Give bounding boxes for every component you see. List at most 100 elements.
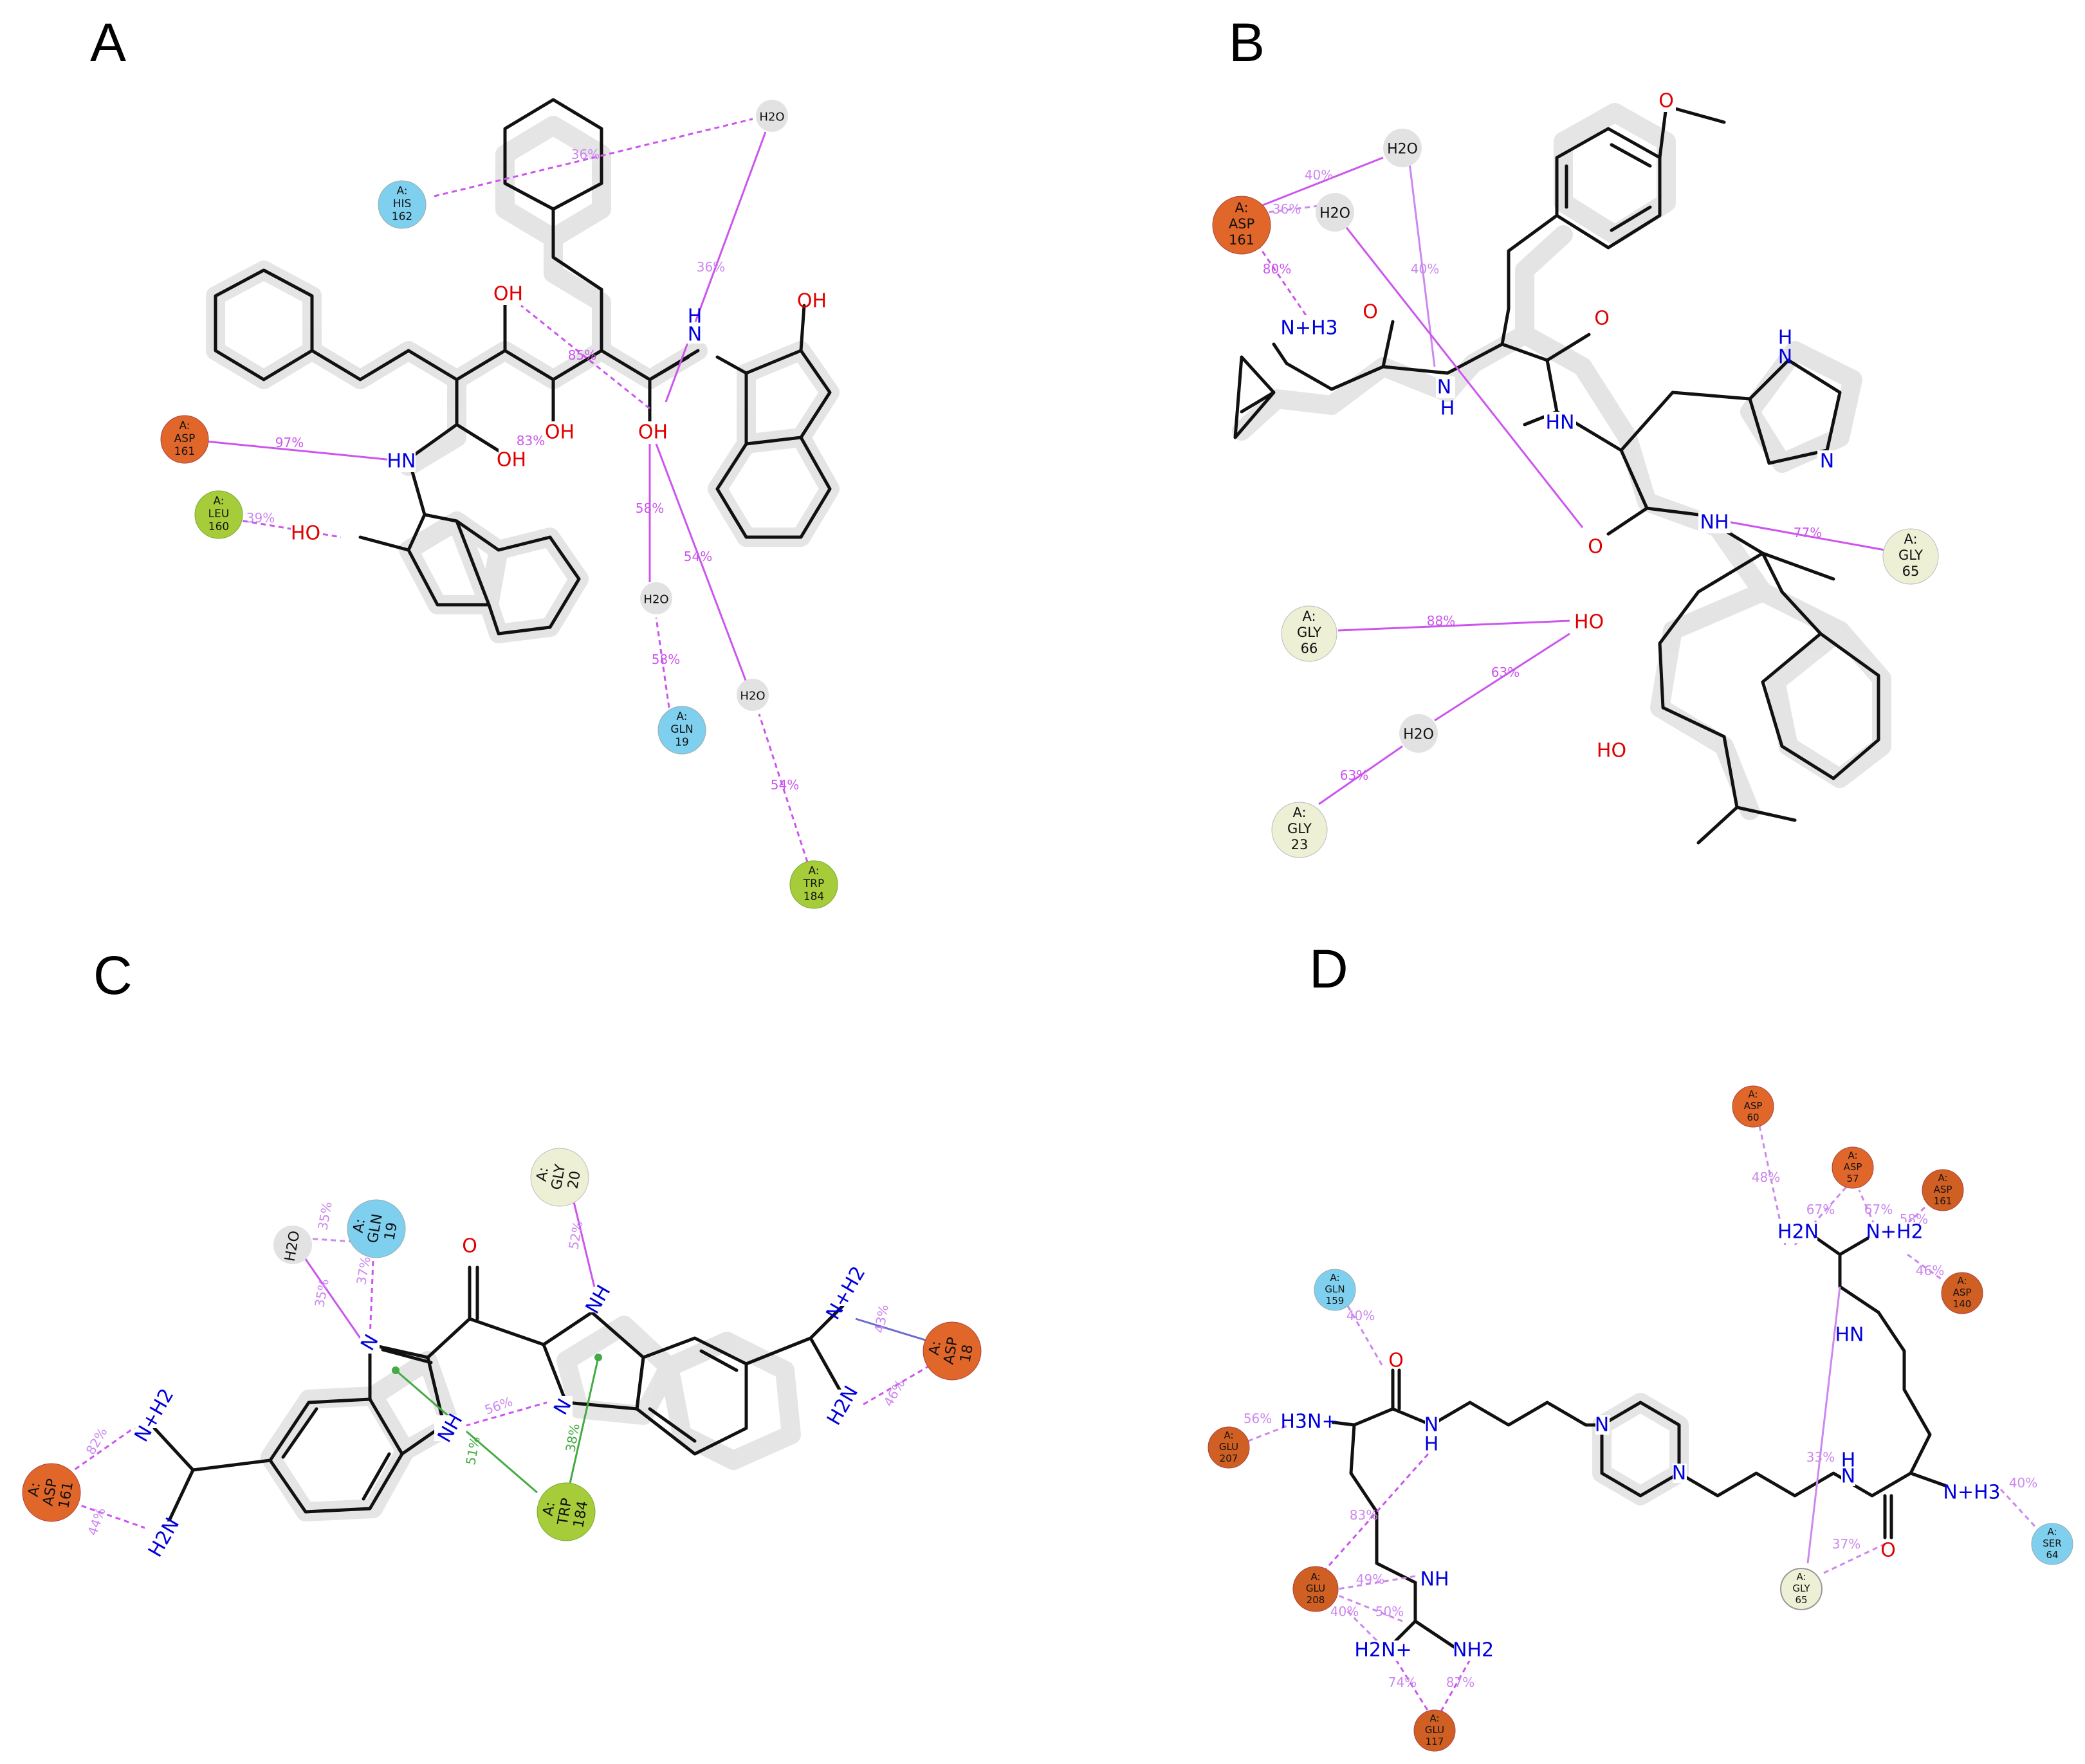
panel-b-tbutyl — [1233, 355, 1276, 439]
panel-d-residue-asp140: A: ASP 140 — [1941, 1272, 1983, 1314]
svg-text:A:: A: — [1330, 1272, 1339, 1283]
panel-b-pct-4: 40% — [1411, 261, 1439, 277]
panel-d-pct-7: 56% — [1244, 1411, 1272, 1426]
panel-d-atom-o-right: O — [1880, 1539, 1896, 1562]
panel-b-hbond-oh-gly66 — [1337, 620, 1570, 632]
svg-text:H2O: H2O — [1387, 142, 1418, 158]
panel-c-hbond-gln19-water — [305, 1237, 354, 1243]
panel-a-hbond-gln19 — [655, 617, 670, 708]
panel-b-hbonds — [1256, 156, 1886, 805]
panel-b-residue-asp161: A: ASP 161 — [1212, 196, 1271, 255]
panel-b-water-2: H2O — [1316, 193, 1354, 232]
residue-chain: A: — [213, 495, 224, 508]
panel-a-hbond-his162-water — [434, 118, 753, 198]
panel-b-hbond-water3-oh — [1434, 632, 1570, 722]
panel-a-indanol-left-oh — [358, 535, 410, 552]
panel-c-pct-2: 37% — [353, 1255, 373, 1286]
panel-b-residue-gly23: A: GLY 23 — [1271, 802, 1328, 858]
panel-d-atom-h-amide-right: H — [1841, 1449, 1856, 1472]
panel-a-pct-6: 83% — [517, 433, 545, 448]
panel-c-pct-11: 38% — [562, 1422, 582, 1453]
panel-b-atom-o-3: O — [1588, 536, 1603, 558]
panel-a-indanol-right-oh — [799, 304, 806, 353]
panel-c-hbond-asp161-1 — [73, 1424, 139, 1471]
panel-d-hb-ser64 — [1999, 1488, 2041, 1532]
panel-d-atom-h3n: H3N+ — [1280, 1411, 1337, 1433]
panel-c-right-benzene — [635, 1336, 748, 1456]
panel-a-hbond-leu160 — [225, 517, 342, 538]
residue-chain: A: — [26, 1481, 44, 1498]
panel-c-amidine-left — [152, 1426, 272, 1472]
svg-text:ASP: ASP — [1744, 1100, 1763, 1112]
panel-b-atom-n-amide1: N — [1437, 376, 1451, 399]
panel-c-hbond-asp161-2 — [80, 1504, 155, 1532]
residue-chain: A: — [351, 1217, 369, 1234]
panel-d-pct-16: 40% — [2009, 1475, 2037, 1491]
svg-text:140: 140 — [1953, 1298, 1972, 1310]
panel-d-hb-glu117-2 — [1440, 1659, 1471, 1712]
panel-c-amidine-left-2 — [165, 1468, 195, 1527]
panel-b-hbond-water1-asp — [1260, 156, 1384, 207]
panel-a-pct-3: 97% — [275, 435, 304, 450]
panel-c-hbond-nh-n — [456, 1401, 547, 1429]
svg-text:117: 117 — [1426, 1736, 1444, 1747]
panel-b: 40% 36% 80% 40% 77% 88% 63% 63% O O O O … — [1212, 90, 1939, 858]
panel-c-center — [426, 1317, 546, 1359]
svg-text:GLY: GLY — [1792, 1583, 1810, 1594]
panel-b-pct-7: 63% — [1491, 665, 1520, 680]
panel-b-phenyl-double2 — [1610, 205, 1652, 232]
panel-a-percents: 36% 36% 97% 39% 85% 83% 58% 58% 54% 54% — [246, 147, 799, 793]
panel-b-atom-ho-2: HO — [1597, 740, 1626, 762]
svg-text:GLU: GLU — [1425, 1724, 1444, 1736]
panel-c-pct-8: 82% — [82, 1425, 110, 1457]
panel-d-atom-n-amide-right: N — [1841, 1465, 1855, 1488]
panel-d-atom-nh-left: NH — [1420, 1568, 1449, 1591]
panel-d-pct-5: 46% — [1916, 1263, 1944, 1278]
panel-label-d: D — [1309, 939, 1348, 999]
panel-d-residue-asp60: A: ASP 60 — [1732, 1085, 1774, 1128]
residue-chain: A: — [1235, 200, 1248, 216]
svg-text:ASP: ASP — [1953, 1287, 1972, 1298]
panel-d: 48% 67% 67% 58% 46% 40% 56% 83% 49% 50% … — [1208, 1085, 2073, 1752]
panel-a-hbond-water2-oh — [655, 443, 748, 683]
panel-b-water-3: H2O — [1399, 714, 1438, 753]
panel-a-pct-1: 36% — [571, 147, 600, 162]
residue-num: 19 — [381, 1221, 400, 1242]
panel-d-right-arg-chain — [1838, 1285, 1932, 1475]
svg-text:208: 208 — [1307, 1594, 1325, 1606]
panel-c-hbonds — [73, 1196, 933, 1532]
panel-c-residue-gln19: A: GLN 19 — [347, 1199, 406, 1258]
panel-c-pi-2 — [568, 1357, 600, 1487]
panel-b-water-1: H2O — [1383, 129, 1422, 167]
panel-b-residue-gly66: A: GLY 66 — [1281, 605, 1337, 662]
residue-name: GLN — [670, 723, 693, 736]
panel-d-residue-glu208: A: GLU 208 — [1292, 1566, 1339, 1612]
panel-d-atom-h-amide-left: H — [1424, 1433, 1439, 1456]
svg-text:60: 60 — [1747, 1112, 1759, 1123]
svg-text:A:: A: — [1848, 1150, 1857, 1161]
residue-chain: A: — [179, 419, 190, 432]
svg-text:A:: A: — [1748, 1089, 1758, 1100]
residue-num: 20 — [565, 1170, 583, 1190]
panel-a-residue-his162: A: HIS 162 — [378, 180, 427, 229]
panel-a-atom-oh5: OH — [797, 290, 827, 313]
residue-num: 162 — [392, 210, 412, 223]
panel-d-atom-n-pip1: N — [1595, 1414, 1609, 1437]
residue-name: GLY — [1287, 821, 1312, 836]
svg-text:SER: SER — [2043, 1538, 2061, 1549]
panel-c: 35% 37% 35% 52% 56% 43% 46% 82% 44% 51% … — [22, 1148, 982, 1561]
panel-b-atom-o-methoxy: O — [1658, 90, 1674, 113]
panel-b-hbond-nh3-asp — [1256, 244, 1307, 316]
panel-c-pct-5: 56% — [482, 1393, 515, 1418]
svg-text:A:: A: — [1957, 1275, 1967, 1287]
panel-c-pct-4: 52% — [565, 1220, 585, 1251]
panel-a-indanol-right-6ring — [715, 436, 832, 539]
panel-c-hbond-water-n — [301, 1254, 362, 1339]
panel-a-halo — [206, 116, 840, 643]
panel-d-atom-h2n-plus: H2N+ — [1354, 1639, 1411, 1662]
panel-a-hbond-asp161 — [199, 439, 393, 461]
panel-d-pct-10: 50% — [1375, 1604, 1404, 1619]
panel-d-left-arg-chain — [1349, 1423, 1417, 1585]
residue-name: LEU — [208, 508, 230, 520]
panel-a-atom-ho: HO — [291, 522, 320, 545]
